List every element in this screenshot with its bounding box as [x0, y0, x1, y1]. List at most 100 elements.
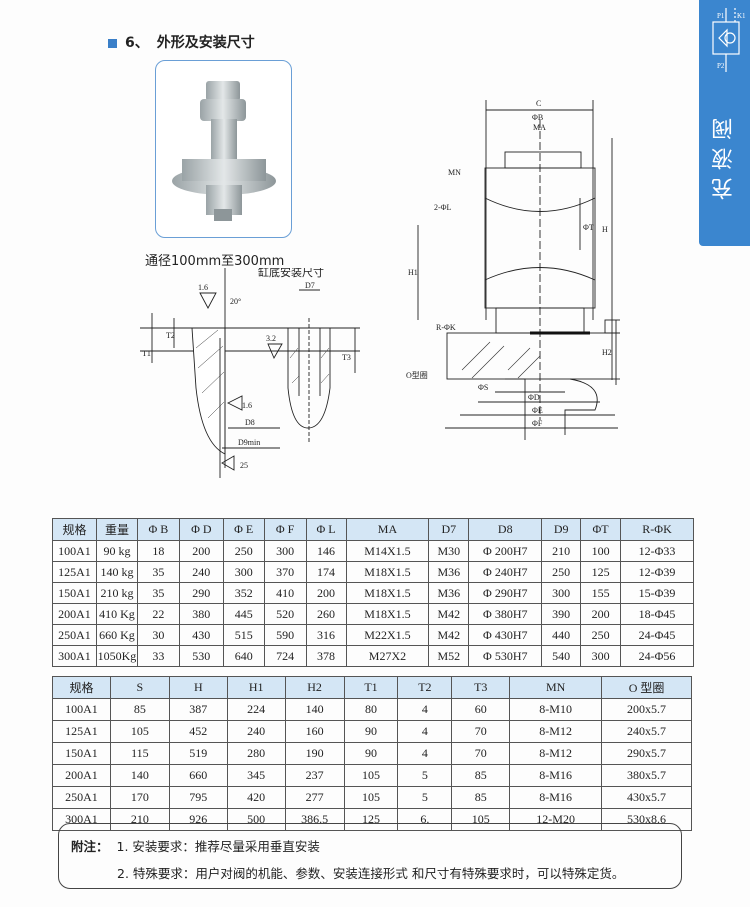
table-cell: 452 — [168, 720, 228, 743]
column-header: 重量 — [95, 518, 138, 541]
table-cell: 390 — [541, 603, 582, 625]
table-cell: 260 — [305, 603, 347, 625]
column-header: Φ L — [305, 518, 347, 541]
cylinder-install-drawing: 缸底安装尺寸 1.6 20° D7 3.2 T2 T1 T3 1.6 D8 D9… — [140, 268, 360, 478]
column-header: T1 — [343, 676, 399, 699]
table-cell: 795 — [168, 786, 228, 809]
dim-label-s: ΦS — [478, 383, 488, 392]
table-cell: 90 — [343, 742, 399, 765]
table-cell: 300 — [541, 582, 582, 604]
table-cell: 24-Φ56 — [620, 645, 694, 667]
table-cell: 200 — [178, 540, 224, 562]
table-cell: 380x5.7 — [601, 764, 692, 787]
column-header: Φ F — [263, 518, 307, 541]
table-cell: 240 — [178, 561, 224, 583]
table-cell: 100 — [580, 540, 622, 562]
table-cell: 724 — [263, 645, 307, 667]
dim-label-t1: T1 — [142, 349, 151, 358]
table-cell: 250 — [541, 561, 582, 583]
table-cell: 210 kg — [95, 582, 138, 604]
table-cell: 15-Φ39 — [620, 582, 694, 604]
table-cell: 105 — [343, 786, 399, 809]
table-cell: 12-Φ39 — [620, 561, 694, 583]
table-cell: 18-Φ45 — [620, 603, 694, 625]
dim-label-d7: D7 — [305, 281, 315, 290]
table-cell: 370 — [263, 561, 307, 583]
column-header: R-ΦK — [620, 518, 694, 541]
dim-label-h: H — [602, 225, 608, 234]
table-cell: 6. — [397, 808, 453, 831]
table-cell: 90 kg — [95, 540, 138, 562]
table-cell: 85 — [109, 698, 170, 721]
table-cell: 70 — [451, 720, 511, 743]
table-cell: 250 — [222, 540, 265, 562]
table-cell: M36 — [428, 582, 470, 604]
table-cell: 200 — [580, 603, 622, 625]
table-cell: 410 Kg — [95, 603, 138, 625]
table-cell: 540 — [541, 645, 582, 667]
table-cell: 280 — [226, 742, 286, 765]
column-header: ΦT — [580, 518, 622, 541]
table-cell: 445 — [222, 603, 265, 625]
roughness-label: 3.2 — [266, 334, 276, 343]
symbol-label: P2 — [717, 62, 725, 70]
symbol-label: K1 — [737, 12, 746, 20]
table-cell: 24-Φ45 — [620, 624, 694, 646]
column-header: D8 — [468, 518, 543, 541]
product-photo — [155, 60, 292, 238]
table-cell: 12-M20 — [509, 808, 603, 831]
table-cell: 420 — [226, 786, 286, 809]
column-header: S — [109, 676, 170, 699]
table-cell: 125 — [580, 561, 622, 583]
column-header: H — [168, 676, 228, 699]
table-cell: 250A1 — [52, 786, 111, 809]
table-cell: 105 — [451, 808, 511, 831]
dim-label-c: C — [536, 99, 541, 108]
dim-label-t2: T2 — [166, 331, 175, 340]
table-cell: 8-M10 — [509, 698, 603, 721]
section-heading: 外形及安装尺寸 — [156, 35, 255, 51]
table-cell: 200x5.7 — [601, 698, 692, 721]
table-cell: Φ 530H7 — [468, 645, 543, 667]
table-cell: Φ 290H7 — [468, 582, 543, 604]
table-cell: 520 — [263, 603, 307, 625]
section-number: 6、 — [125, 35, 149, 51]
dim-label-d9min: D9min — [238, 438, 260, 447]
table-cell: 174 — [305, 561, 347, 583]
table-cell: 440 — [541, 624, 582, 646]
dim-label-ma: MA — [533, 123, 546, 132]
roughness-label: 1.6 — [242, 401, 252, 410]
dim-label-rk: R-ΦK — [436, 323, 456, 332]
table-cell: 4 — [397, 698, 453, 721]
table-cell: 105 — [109, 720, 170, 743]
table-cell: 160 — [284, 720, 345, 743]
table-cell: 8-M12 — [509, 742, 603, 765]
table-cell: 530x8.6 — [601, 808, 692, 831]
table-cell: 430 — [178, 624, 224, 646]
table-cell: Φ 240H7 — [468, 561, 543, 583]
table-cell: 125A1 — [52, 720, 111, 743]
dim-label-d: ΦD — [528, 393, 540, 402]
dim-label-h1: H1 — [408, 268, 418, 277]
dim-label-l: 2-ΦL — [434, 203, 452, 212]
install-drawing-title: 缸底安装尺寸 — [258, 268, 324, 279]
table-cell: 115 — [109, 742, 170, 765]
table-cell: 150A1 — [52, 582, 97, 604]
dim-label-mn: MN — [448, 168, 461, 177]
table-cell: 12-Φ33 — [620, 540, 694, 562]
table-cell: 250 — [580, 624, 622, 646]
table-cell: 430x5.7 — [601, 786, 692, 809]
side-tab-title: 充液阀 — [712, 110, 737, 200]
dim-label-f: ΦF — [532, 419, 543, 428]
table-cell: 5 — [397, 764, 453, 787]
table-cell: 386.5 — [284, 808, 345, 831]
photo-caption: 通径100mm至300mm — [145, 254, 285, 269]
valve-dimension-drawing: C ΦB MA MN 2-ΦL ΦT H H1 R-ΦK H2 O型圈 ΦS Φ… — [406, 99, 620, 440]
table-cell: 352 — [222, 582, 265, 604]
